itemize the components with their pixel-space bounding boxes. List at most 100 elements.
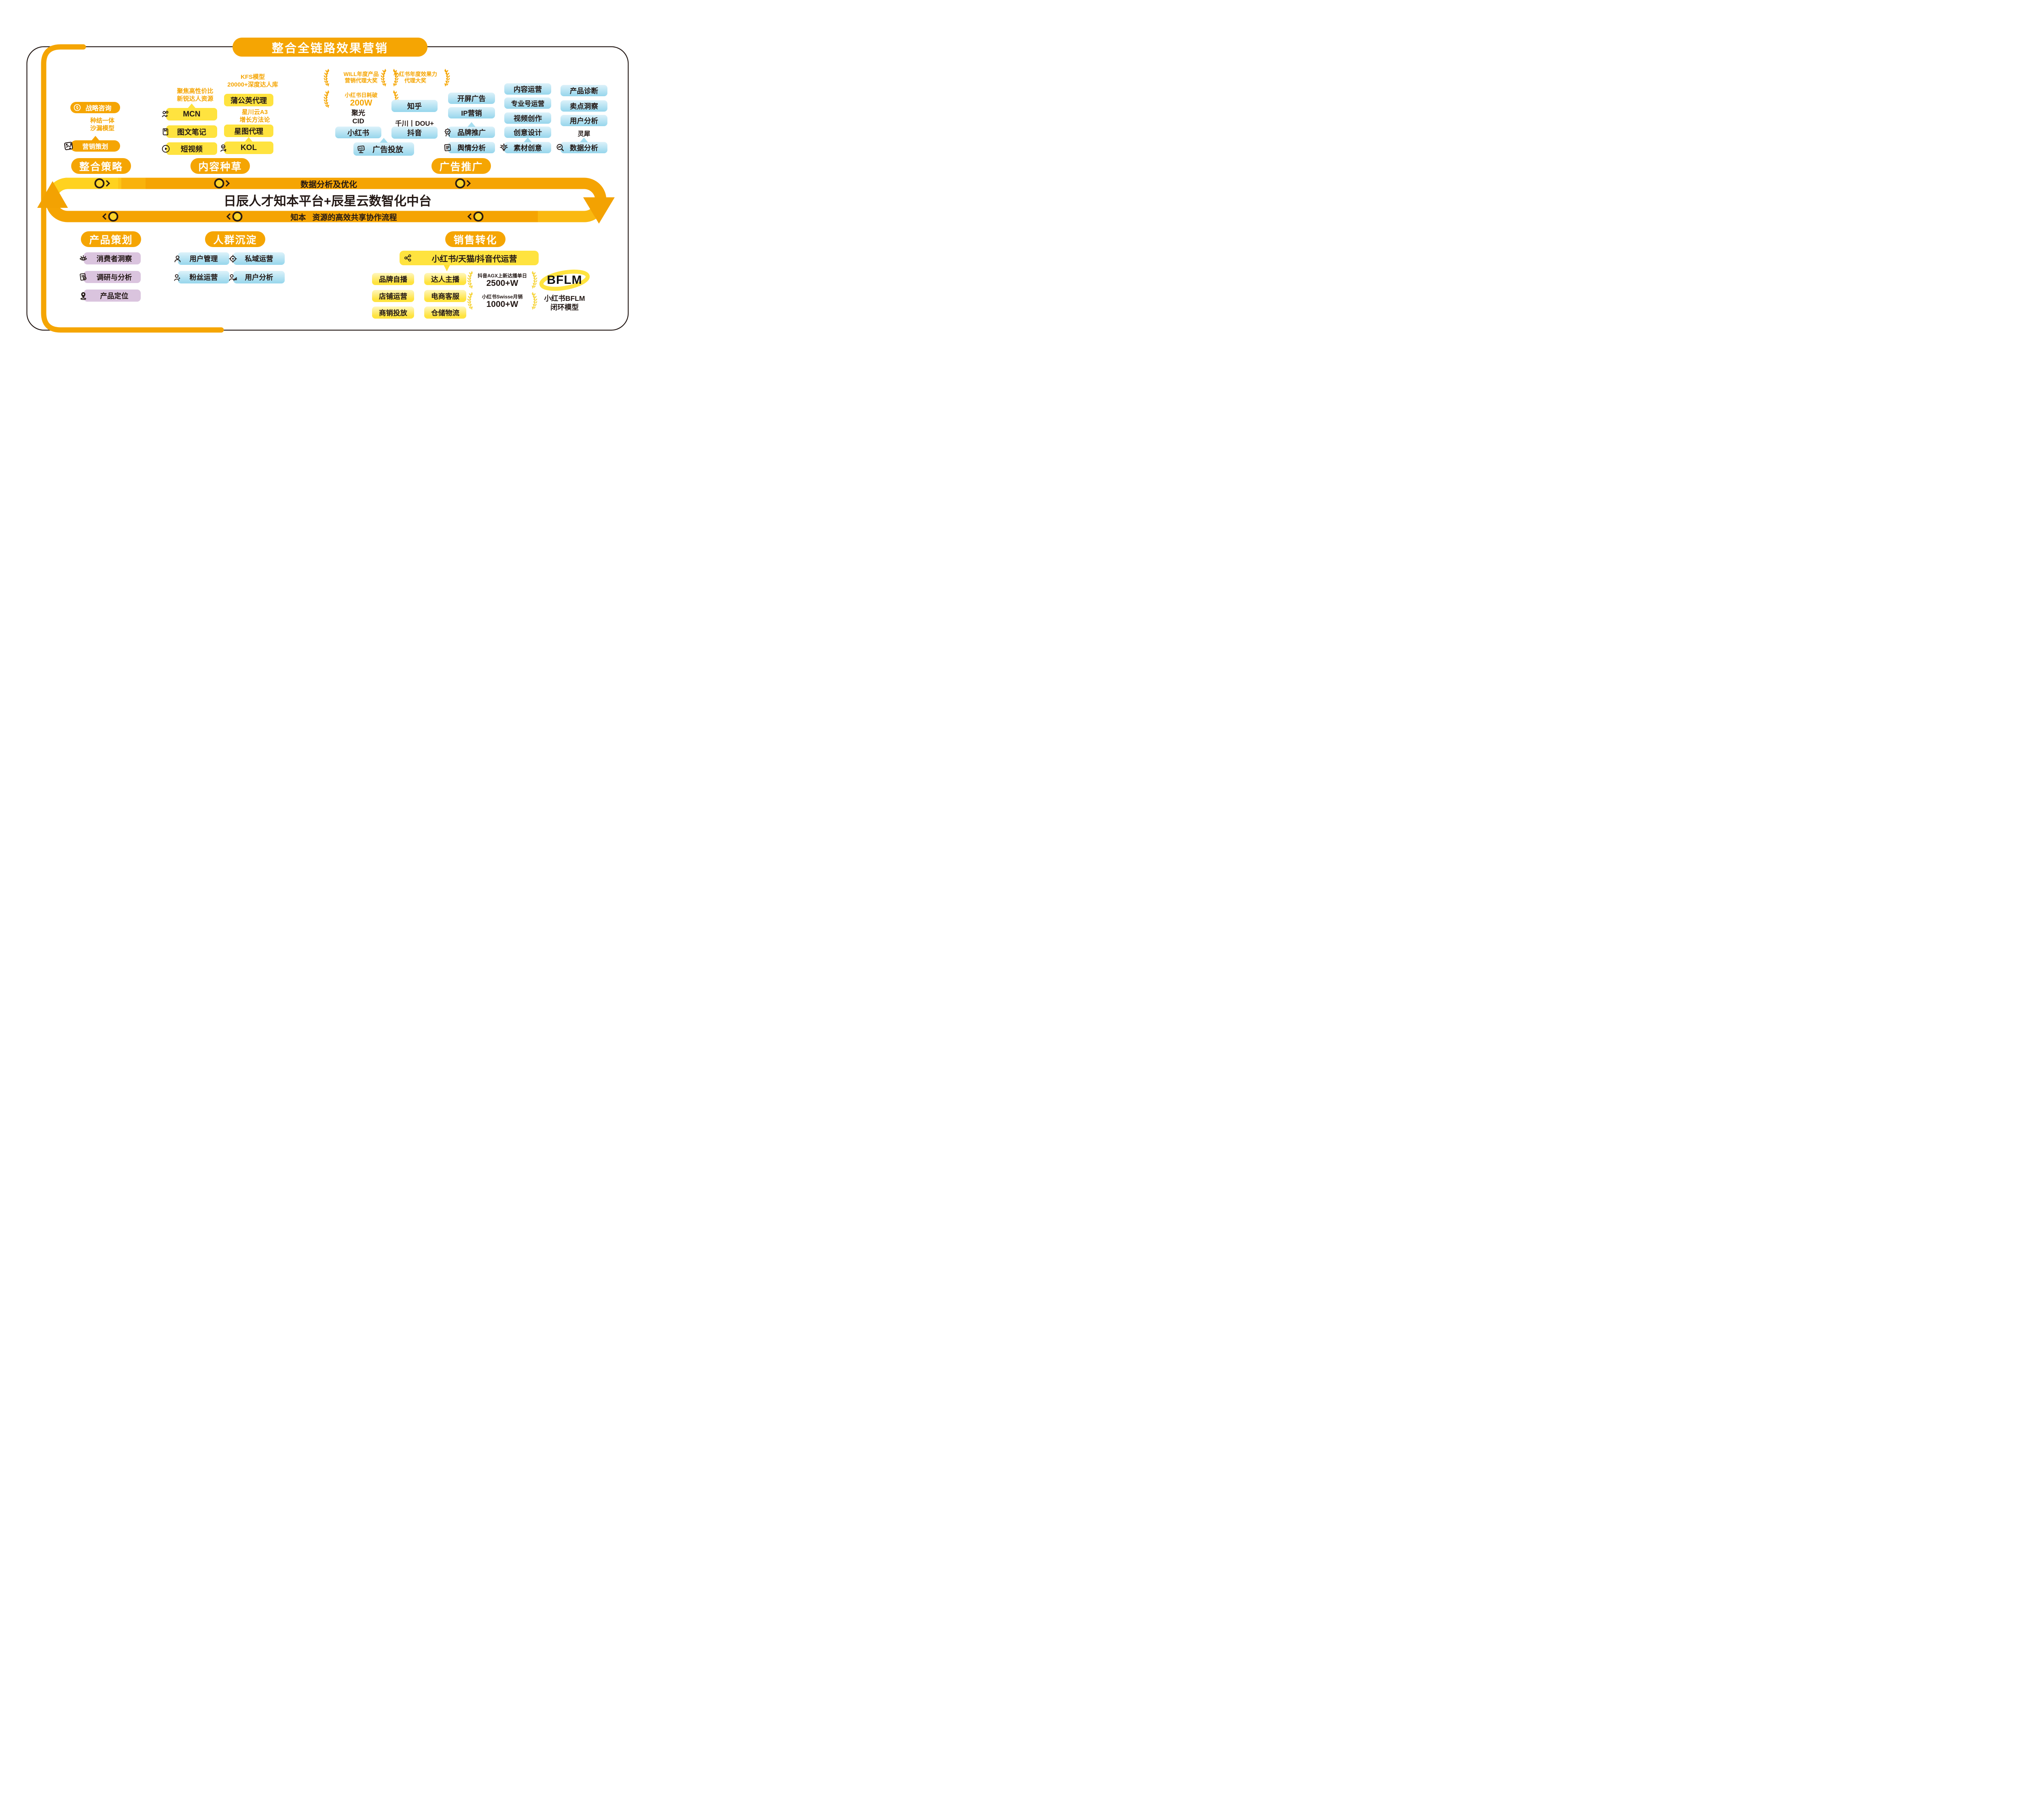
loop-bottom-label: 知本 资源的高效共享协作流程: [259, 211, 429, 222]
juguang-cid-label: 聚光 CID: [336, 109, 381, 125]
xiaohongshu-pill: 小红书: [335, 127, 381, 138]
commerce-ads-pill: 商销投放: [372, 307, 414, 319]
section-heading-audience: 人群沉淀: [205, 231, 265, 247]
kfs-line2: 20000+深度达人库: [227, 81, 278, 88]
product-positioning-pill: 产品定位: [80, 290, 141, 302]
bflm-caption-line1: 小红书BFLM: [544, 294, 585, 302]
badge-check-icon: [443, 127, 453, 137]
loop-arrowhead-up: [37, 181, 68, 208]
map-icon: [63, 141, 74, 152]
short-video-pill: 短视频: [162, 142, 217, 155]
kol-pill: KOL: [220, 142, 273, 154]
bflm-logo-text: BFLM: [547, 273, 582, 287]
research-analysis-pill: 调研与分析: [80, 271, 141, 283]
laurel-douyin-agx: 抖音AGX上新达播单日 2500+W: [466, 269, 539, 290]
section-heading-sales: 销售转化: [445, 231, 506, 247]
share-nodes-icon: [403, 254, 412, 263]
loop-bottom-label-b: 资源的高效共享协作流程: [312, 213, 397, 222]
fan-person-icon: [173, 273, 182, 282]
seeding-callout-left-line1: 聚焦高性价比: [177, 88, 214, 95]
user-bars-icon: [228, 273, 238, 282]
sentiment-analysis-label: 舆情分析: [457, 144, 486, 152]
zhihu-pill: 知乎: [391, 100, 438, 112]
juguang-label: 聚光: [351, 109, 365, 117]
strategy-consulting-pill: 战略咨询: [70, 102, 120, 113]
svg-text:AD: AD: [359, 146, 364, 150]
notebook-icon: [161, 127, 171, 137]
brand-promotion-pill: 品牌推广: [444, 127, 495, 138]
a3-line2: 增长方法论: [239, 116, 270, 123]
background-vectors: [26, 44, 629, 333]
orange-accent-stroke: [41, 44, 224, 333]
people-icon: [161, 110, 171, 119]
kol-person-icon: [219, 143, 228, 153]
seeding-callout-kfs: KFS模型 20000+深度达人库: [220, 73, 285, 89]
flow-nodes: [94, 178, 484, 222]
user-analysis-bottom-label: 用户分析: [245, 273, 273, 281]
laurel-xhs-swisse: 小红书Swisse月销 1000+W: [466, 290, 539, 311]
laurel-left-icon: [322, 88, 330, 110]
section-heading-seeding: 内容种草: [190, 158, 250, 174]
award-spend-line2: 200W: [350, 98, 372, 108]
consumer-insight-label: 消费者洞察: [96, 254, 132, 263]
kfs-line1: KFS模型: [240, 74, 265, 80]
xingtu-agency-pill: 星图代理: [224, 125, 273, 137]
user-analysis-pill-bottom: 用户分析: [229, 271, 285, 283]
private-domain-label: 私域运营: [245, 255, 273, 263]
laurel-left-icon: [322, 68, 330, 88]
selling-point-insight-pill: 卖点洞察: [560, 100, 607, 112]
user-management-pill: 用户管理: [174, 252, 229, 265]
section-heading-promotion: 广告推广: [431, 158, 491, 174]
mcn-pill: MCN: [162, 108, 217, 120]
magnifier-chart-icon: [555, 143, 565, 152]
seeding-callout-left: 聚焦高性价比 新锐达人资源: [168, 87, 222, 103]
qianchuan-dou-label: 千川丨DOU+: [395, 120, 434, 127]
lightbulb-icon: [499, 143, 509, 152]
loop-center-label: 日辰人才知本平台+辰星云数智化中台: [223, 194, 432, 208]
laurel-right-icon: [531, 269, 539, 290]
content-operation-pill: 内容运营: [504, 83, 551, 95]
award-xhs-line1: 小红书年度效果力: [393, 71, 437, 77]
eye-icon: [78, 254, 88, 263]
mcn-label: MCN: [183, 110, 201, 118]
sales-banner: 小红书/天猫/抖音代运营: [400, 251, 539, 265]
title-pill: 整合全链路效果营销: [233, 38, 427, 57]
pugongying-agency-pill: 蒲公英代理: [224, 94, 273, 106]
image-text-notes-pill: 图文笔记: [163, 125, 217, 138]
douyin-pill: 抖音: [391, 127, 438, 139]
video-creation-pill: 视频创作: [504, 112, 551, 124]
user-management-label: 用户管理: [189, 255, 218, 263]
fans-operation-label: 粉丝运营: [189, 273, 218, 281]
laurel-right-icon: [392, 68, 400, 88]
cid-label: CID: [352, 117, 364, 125]
location-pin-icon: [78, 291, 88, 300]
marketing-planning-pill: 营销策划: [64, 140, 120, 152]
pro-account-operation-pill: 专业号运营: [504, 97, 551, 109]
user-analysis-pill-top: 用户分析: [560, 115, 607, 126]
loop-bottom-label-a: 知本: [290, 213, 306, 222]
laurel-right-icon: [444, 68, 451, 88]
award-will: WILL年度产品 营销代理大奖: [322, 68, 400, 88]
brand-livestream-pill: 品牌自播: [372, 273, 414, 285]
bflm-ring-icon: [539, 269, 590, 291]
consumer-insight-pill: 消费者洞察: [80, 252, 141, 264]
open-screen-ad-pill: 开屏广告: [448, 93, 495, 104]
section-heading-integration: 整合策略: [71, 158, 131, 174]
integration-note-line2: 沙漏模型: [90, 125, 114, 132]
product-diagnosis-pill: 产品诊断: [560, 85, 607, 96]
marketing-planning-label: 营销策划: [82, 144, 108, 150]
award-will-line1: WILL年度产品: [343, 71, 379, 77]
integration-note: 种结一体 沙漏模型: [77, 117, 128, 132]
laurel-douyin-line2: 2500+W: [486, 278, 518, 288]
lingxi-label: 灵犀: [577, 131, 590, 137]
strategy-consulting-label: 战略咨询: [85, 105, 112, 112]
a3-line1: 星川云A3: [241, 109, 268, 116]
bflm-caption-line2: 闭环模型: [550, 303, 579, 311]
award-will-line2: 营销代理大奖: [345, 78, 378, 84]
laurel-swisse-line2: 1000+W: [486, 299, 518, 309]
loop-top-label: 数据分析及优化: [300, 180, 357, 189]
ad-placement-pill: AD 广告投放: [353, 142, 414, 156]
kol-livestream-pill: 达人主播: [424, 273, 466, 285]
sales-banner-label: 小红书/天猫/抖音代运营: [431, 254, 517, 264]
material-creativity-label: 素材创意: [514, 144, 542, 152]
